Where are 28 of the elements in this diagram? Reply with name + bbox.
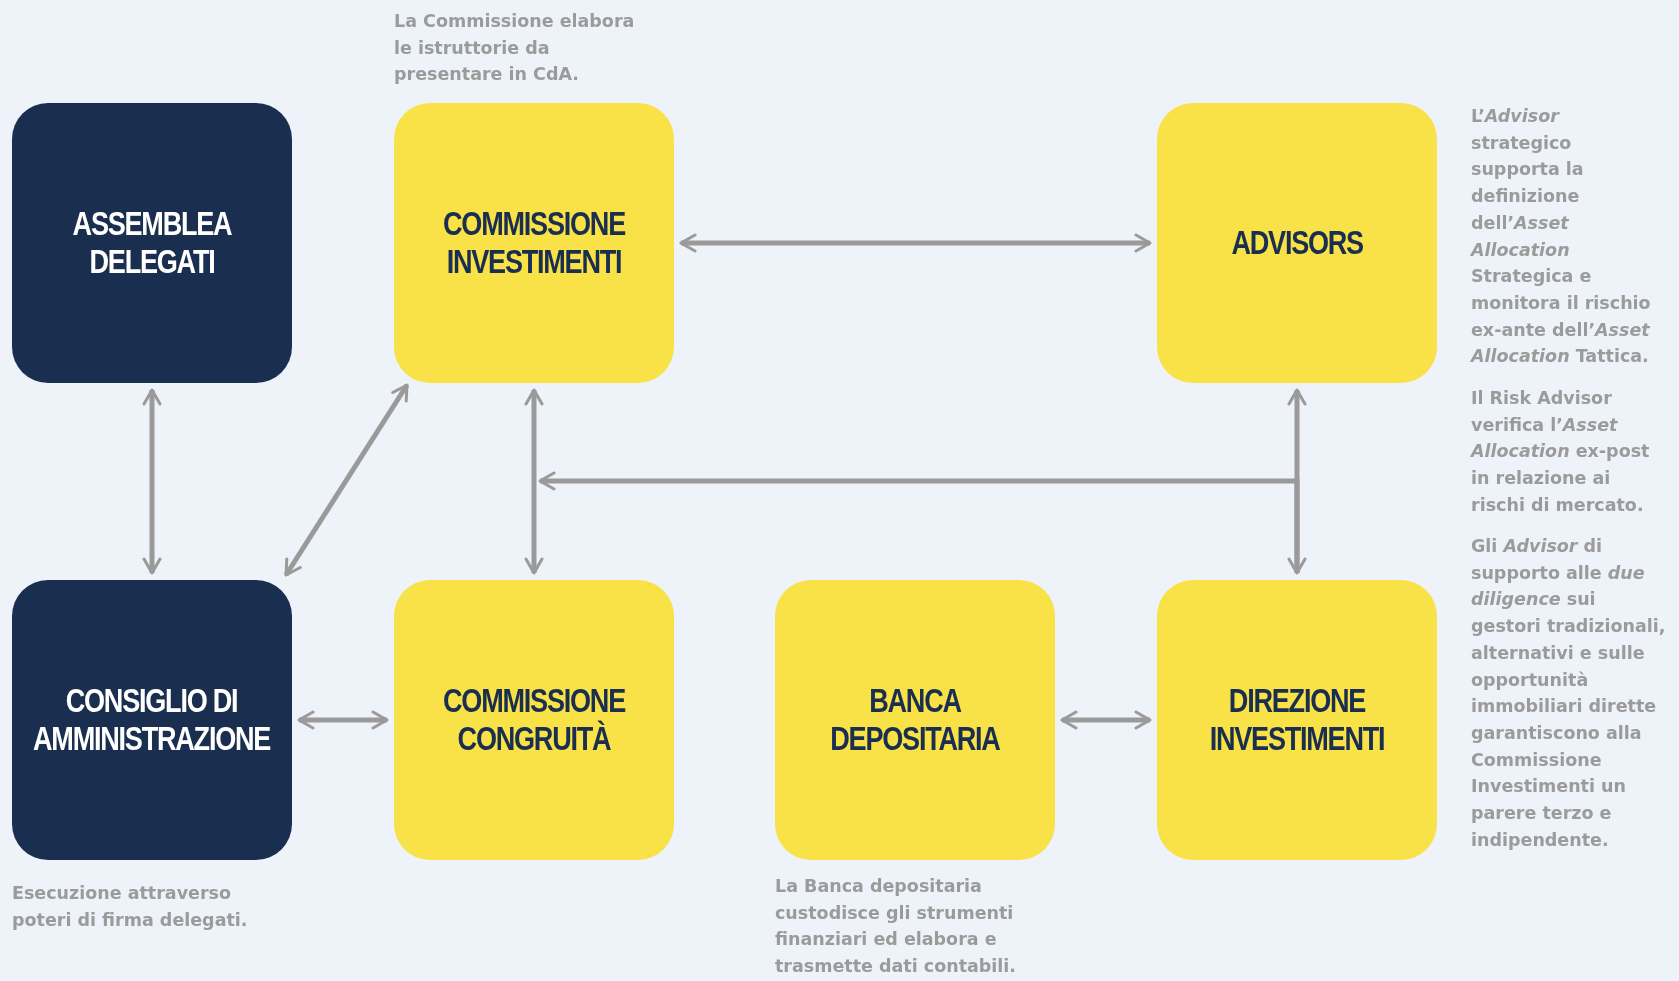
role-title: DIREZIONE INVESTIMENTI [1208, 682, 1386, 758]
note-text: Gli Advisor di supporto alle due diligence sui gestori tradizionali, alternativi e sulle opportunità immobiliari dirette garantiscono alla Commissione Investimenti un parere terzo e indipendente. [1471, 535, 1667, 852]
note-text: La Banca depositaria custodisce gli strumenti finanziari ed elabora e trasmette dati contabili. [775, 875, 1017, 979]
note-text: Esecuzione attraverso poteri di firma delegati. [12, 882, 249, 932]
arrow [679, 233, 1152, 253]
arrow [538, 471, 1300, 573]
role-box [394, 103, 674, 383]
role-title: CONSIGLIO DI AMMINISTRAZIONE [33, 682, 271, 758]
role-box [394, 580, 674, 860]
arrow [297, 710, 389, 730]
role-box [12, 103, 292, 383]
note-text: L’Advisor strategico supporta la definizione dell’Asset Allocation Strategica e monitora il rischio ex-ante dell’Asset Allocation Tattica. [1471, 105, 1652, 369]
role-box [1157, 580, 1437, 860]
role-box [1157, 103, 1437, 383]
arrow [524, 388, 544, 575]
role-title: ADVISORS [1231, 224, 1363, 262]
role-title: COMMISSIONE INVESTIMENTI [442, 205, 627, 281]
arrow [283, 383, 410, 577]
role-box [12, 580, 292, 860]
role-title: COMMISSIONE CONGRUITÀ [442, 682, 627, 758]
note-text: La Commissione elabora le istruttorie da presentare in CdA. [394, 10, 636, 87]
arrow [142, 388, 162, 575]
role-title: BANCA DEPOSITARIA [829, 682, 1001, 758]
role-box [775, 580, 1055, 860]
note-text: Il Risk Advisor verifica l’Asset Allocation ex-post in relazione ai rischi di mercato. [1471, 387, 1651, 517]
arrow [1060, 710, 1152, 730]
arrow [1287, 388, 1307, 575]
role-title: ASSEMBLEA DELEGATI [71, 205, 233, 281]
